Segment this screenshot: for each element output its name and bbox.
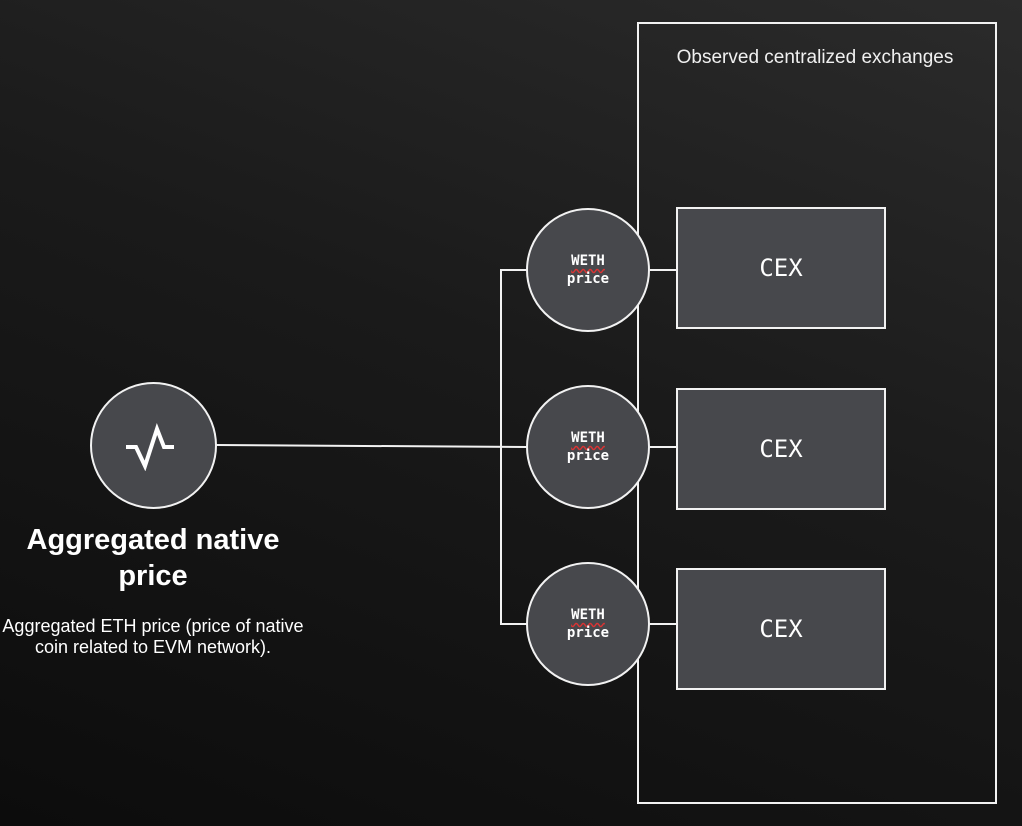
connector-branch xyxy=(500,269,527,625)
aggregate-description: Aggregated ETH price (price of native co… xyxy=(2,616,304,657)
connector-main xyxy=(215,444,528,448)
token-label: WETH xyxy=(571,607,605,623)
aggregate-title: Aggregated native price xyxy=(26,524,280,592)
cex-node: CEX xyxy=(676,568,886,690)
token-label: WETH xyxy=(571,430,605,446)
cex-node: CEX xyxy=(676,388,886,510)
token-label: WETH xyxy=(571,253,605,269)
price-label: price xyxy=(566,625,610,641)
price-label: price xyxy=(566,271,610,287)
aggregate-node xyxy=(90,382,217,509)
pulse-icon xyxy=(125,422,174,471)
exchanges-group-title: Observed centralized exchanges xyxy=(676,47,954,68)
weth-price-node: WETH price xyxy=(526,208,650,332)
price-label: price xyxy=(566,448,610,464)
cex-node: CEX xyxy=(676,207,886,329)
weth-price-node: WETH price xyxy=(526,385,650,509)
weth-price-node: WETH price xyxy=(526,562,650,686)
